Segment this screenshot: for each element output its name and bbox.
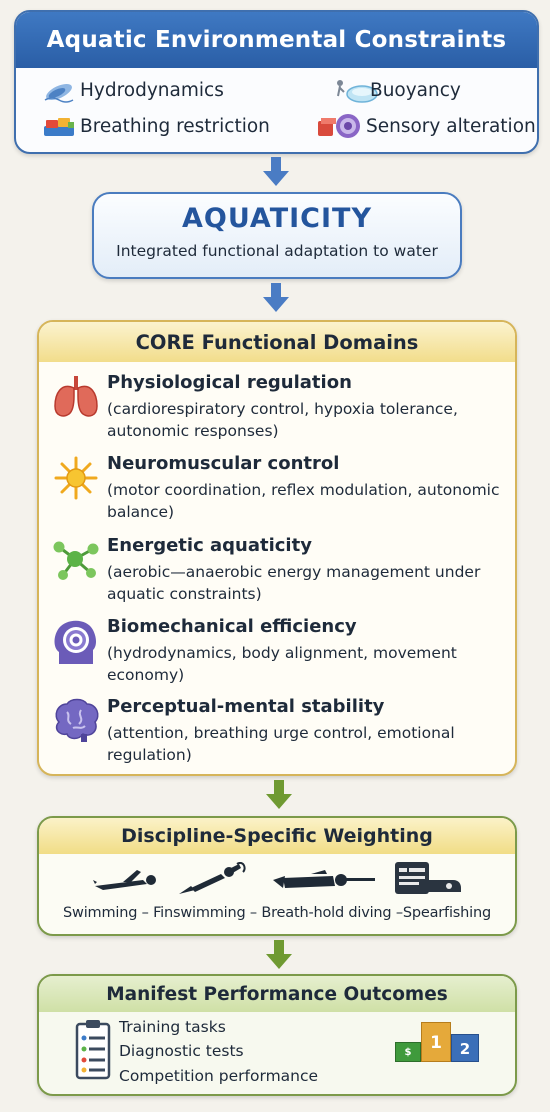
outcome-item: Competition performance	[119, 1067, 319, 1085]
discipline-panel: Discipline-Specific Weighting Sw	[37, 816, 517, 936]
arrow-down-icon	[266, 940, 292, 969]
constraint-label: Sensory alteration	[366, 115, 536, 137]
domain-title: Physiological regulation	[107, 372, 352, 393]
buoyancy-icon	[332, 76, 378, 104]
outcome-item: Diagnostic tests	[119, 1042, 244, 1060]
diver-icon	[273, 870, 375, 888]
aquaticity-title: AQUATICITY	[181, 203, 373, 234]
spearfishing-equipment-icon	[395, 862, 461, 894]
breathing-restriction-icon	[42, 112, 76, 140]
constraint-sensory: Sensory alteration	[316, 112, 536, 140]
domain-title: Perceptual-mental stability	[107, 696, 385, 717]
outcomes-panel: Manifest Performance Outcomes Training t…	[37, 974, 517, 1096]
brain-icon	[51, 698, 101, 744]
domain-energetic: Energetic aquaticity (aerobic—anaerobic …	[49, 535, 509, 615]
domain-description: (attention, breathing urge control, emot…	[107, 724, 455, 764]
constraint-label: Breathing restriction	[80, 115, 270, 137]
discipline-title: Discipline-Specific Weighting	[39, 818, 515, 854]
finswimmer-icon	[179, 862, 246, 894]
outcomes-title: Manifest Performance Outcomes	[39, 976, 515, 1012]
domain-biomechanical: Biomechanical efficiency (hydrodynamics,…	[49, 616, 509, 696]
arrow-down-icon	[263, 157, 289, 186]
arrow-down-icon	[266, 780, 292, 809]
aquaticity-panel: AQUATICITY Integrated functional adaptat…	[92, 192, 462, 279]
podium-first-place: 1	[421, 1022, 451, 1062]
constraints-panel: Aquatic Environmental Constraints Hydrod…	[14, 10, 539, 154]
constraint-label: Hydrodynamics	[80, 79, 224, 101]
molecule-icon	[51, 537, 101, 583]
core-domains-title: CORE Functional Domains	[39, 322, 515, 362]
core-domains-panel: CORE Functional Domains Physiological re…	[37, 320, 517, 776]
lungs-icon	[51, 374, 101, 420]
arrow-down-icon	[263, 283, 289, 312]
domain-description: (cardiorespiratory control, hypoxia tole…	[107, 400, 458, 440]
hydrodynamics-icon	[42, 76, 76, 104]
domain-title: Biomechanical efficiency	[107, 616, 357, 637]
neuron-icon	[51, 455, 101, 501]
constraint-buoyancy: Buoyancy	[332, 76, 461, 104]
outcome-item: Training tasks	[119, 1018, 226, 1036]
constraint-label: Buoyancy	[370, 79, 461, 101]
podium-third-place: $	[395, 1042, 421, 1062]
domain-physiological: Physiological regulation (cardiorespirat…	[49, 372, 509, 452]
domain-neuromuscular: Neuromuscular control (motor coordinatio…	[49, 453, 509, 533]
discipline-list: Swimming – Finswimming – Breath-hold div…	[63, 905, 491, 921]
podium-icon: $ 1 2	[395, 1022, 481, 1062]
podium-second-place: 2	[451, 1034, 479, 1062]
domain-description: (hydrodynamics, body alignment, movement…	[107, 644, 457, 684]
domain-perceptual: Perceptual-mental stability (attention, …	[49, 696, 509, 774]
constraints-title: Aquatic Environmental Constraints	[16, 12, 537, 68]
constraint-breathing: Breathing restriction	[42, 112, 270, 140]
domain-description: (aerobic—anaerobic energy management und…	[107, 563, 481, 603]
sensory-alteration-icon	[316, 112, 362, 140]
head-target-icon	[51, 618, 101, 664]
swimmer-icon	[93, 870, 156, 890]
aquaticity-subtitle: Integrated functional adaptation to wate…	[116, 242, 438, 260]
constraint-hydrodynamics: Hydrodynamics	[42, 76, 224, 104]
domain-description: (motor coordination, reflex modulation, …	[107, 481, 500, 521]
domain-title: Energetic aquaticity	[107, 535, 312, 556]
domain-title: Neuromuscular control	[107, 453, 340, 474]
clipboard-icon	[75, 1020, 111, 1080]
